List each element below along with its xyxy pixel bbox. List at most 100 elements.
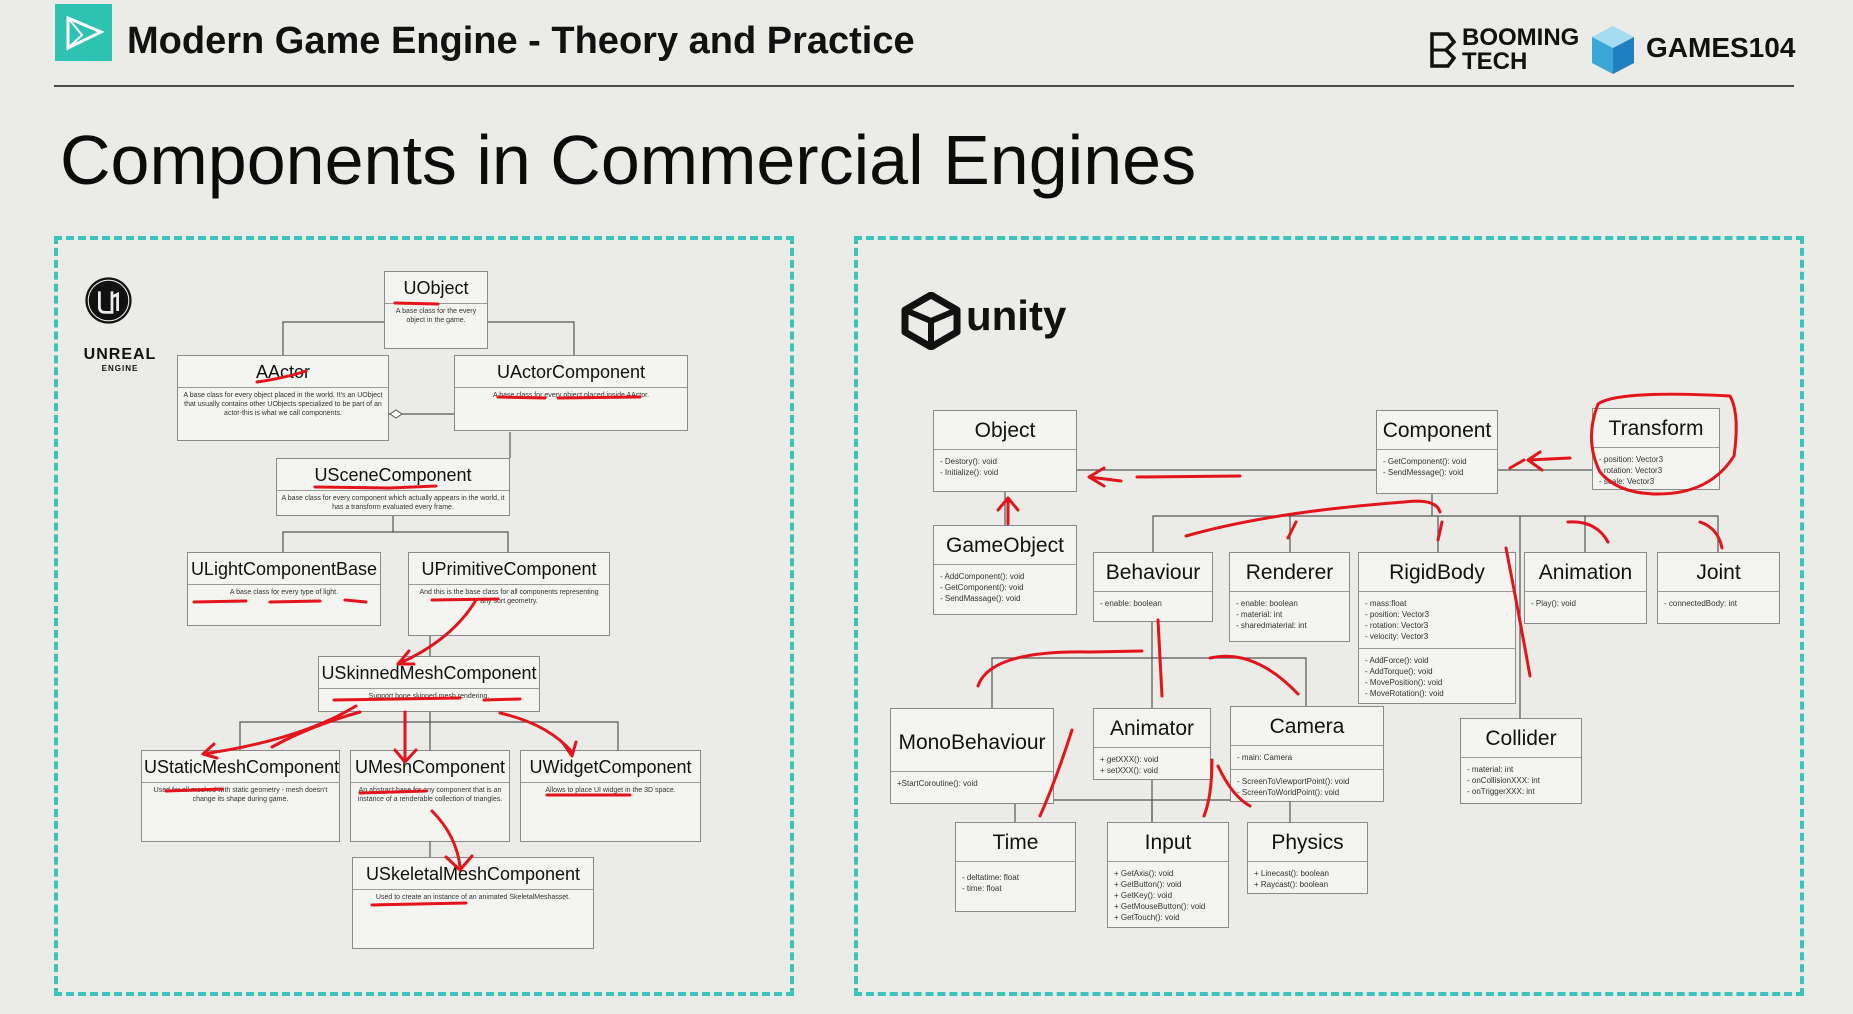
method: - MovePosition(): void xyxy=(1365,678,1443,687)
member: + GetKey(): void xyxy=(1114,891,1173,900)
class-name: MonoBehaviour xyxy=(891,709,1053,772)
class-box-uscenecomponent: USceneComponent A base class for every c… xyxy=(276,458,510,516)
class-box-uactorcomponent: UActorComponent A base class for every o… xyxy=(454,355,688,431)
unreal-engine-logo-icon xyxy=(85,277,132,324)
class-description: Used for all meshed with static geometry… xyxy=(153,787,328,803)
member: - Play(): void xyxy=(1531,599,1576,608)
class-box-ulightcomponentbase: ULightComponentBase A base class for eve… xyxy=(187,552,381,626)
unreal-panel xyxy=(54,236,794,996)
class-box-uskeletalmeshcomponent: USkeletalMeshComponent Used to create an… xyxy=(352,857,594,949)
class-name: Physics xyxy=(1248,823,1367,862)
slide-header: Modern Game Engine - Theory and Practice… xyxy=(0,0,1853,90)
class-members: + GetAxis(): void + GetButton(): void + … xyxy=(1108,862,1228,929)
class-members: - enable: boolean - material: int - shar… xyxy=(1230,592,1349,637)
method: - AddForce(): void xyxy=(1365,656,1429,665)
course-title: Modern Game Engine - Theory and Practice xyxy=(127,20,915,62)
class-members: - GetComponent(): void - SendMessage(): … xyxy=(1377,450,1497,484)
class-name: ULightComponentBase xyxy=(188,553,380,585)
unity-panel xyxy=(854,236,1804,996)
class-box-umeshcomponent: UMeshComponent An abstract base for any … xyxy=(350,750,510,842)
header-divider xyxy=(54,85,1794,87)
member: + Linecast(): boolean xyxy=(1254,869,1329,878)
class-description: Support bone skinned mesh rendering. xyxy=(368,693,490,700)
class-name: Renderer xyxy=(1230,553,1349,592)
class-box-behaviour: Behaviour - enable: boolean xyxy=(1093,552,1213,622)
member: - main: Camera xyxy=(1237,753,1293,762)
class-members: + getXXX(): void + setXXX(): void xyxy=(1094,748,1210,782)
member: + Raycast(): boolean xyxy=(1254,880,1329,889)
member: - velocity: Vector3 xyxy=(1365,632,1429,641)
member: - GetComponent(): void xyxy=(940,583,1024,592)
class-box-uwidgetcomponent: UWidgetComponent Allows to place UI widg… xyxy=(520,750,701,842)
class-members: - position: Vector3 - rotation: Vector3 … xyxy=(1593,448,1719,493)
member: - enable: boolean xyxy=(1100,599,1162,608)
class-name: Component xyxy=(1377,411,1497,450)
member: + GetAxis(): void xyxy=(1114,869,1174,878)
member: - position: Vector3 xyxy=(1599,455,1664,464)
method: - ScreenToWorldPoint(): void xyxy=(1237,788,1340,797)
class-name: RigidBody xyxy=(1359,553,1515,592)
class-box-physics: Physics + Linecast(): boolean + Raycast(… xyxy=(1247,822,1368,894)
member: - material: int xyxy=(1467,765,1514,774)
class-description: A base class for the every object in the… xyxy=(395,308,477,324)
class-name: Joint xyxy=(1658,553,1779,592)
games104-label: GAMES104 xyxy=(1646,32,1796,63)
unity-logo-word: unity xyxy=(966,292,1067,339)
member: + setXXX(): void xyxy=(1100,766,1159,775)
class-members: - enable: boolean xyxy=(1094,592,1212,615)
class-box-camera: Camera - main: Camera - ScreenToViewport… xyxy=(1230,706,1384,802)
class-box-monobehaviour: MonoBehaviour +StartCoroutine(): void xyxy=(890,708,1054,804)
member: - onTriggerXXX: int xyxy=(1467,787,1535,796)
class-methods: - AddForce(): void - AddTorque(): void -… xyxy=(1359,648,1515,705)
class-name: Animation xyxy=(1525,553,1646,592)
class-name: UWidgetComponent xyxy=(521,751,700,783)
class-name: GameObject xyxy=(934,526,1076,565)
slide-title: Components in Commercial Engines xyxy=(60,121,1197,199)
class-description: A base class for every type of light. xyxy=(229,589,339,596)
class-members: - Play(): void xyxy=(1525,592,1646,615)
class-name: Input xyxy=(1108,823,1228,862)
member: - scale: Vector3 xyxy=(1599,477,1655,486)
member: - Initialize(): void xyxy=(940,468,999,477)
class-members: - Destory(): void - Initialize(): void xyxy=(934,450,1076,484)
class-description: A base class for every component which a… xyxy=(281,495,505,511)
class-members: - material: int - onCollisionXXX: int - … xyxy=(1461,758,1581,803)
member: - SendMessage(): void xyxy=(1383,468,1464,477)
member: - mass:float xyxy=(1365,599,1407,608)
member: - connectedBody: int xyxy=(1664,599,1737,608)
class-description: Allows to place UI widget in the 3D spac… xyxy=(545,787,676,794)
class-name: Object xyxy=(934,411,1076,450)
member: + GetButton(): void xyxy=(1114,880,1182,889)
class-box-collider: Collider - material: int - onCollisionXX… xyxy=(1460,718,1582,804)
class-members: + Linecast(): boolean + Raycast(): boole… xyxy=(1248,862,1367,896)
class-box-joint: Joint - connectedBody: int xyxy=(1657,552,1780,624)
class-name: Camera xyxy=(1231,707,1383,746)
member: - position: Vector3 xyxy=(1365,610,1430,619)
class-box-uobject: UObject A base class for the every objec… xyxy=(384,271,488,349)
class-name: USkinnedMeshComponent xyxy=(319,657,539,689)
member: - SendMassage(): void xyxy=(940,594,1021,603)
class-box-input: Input + GetAxis(): void + GetButton(): v… xyxy=(1107,822,1229,928)
method: - AddTorque(): void xyxy=(1365,667,1433,676)
method: - ScreenToViewportPoint(): void xyxy=(1237,777,1350,786)
member: - material: int xyxy=(1236,610,1283,619)
booming-word: BOOMING xyxy=(1462,24,1580,51)
class-box-uprimitivecomponent: UPrimitiveComponent And this is the base… xyxy=(408,552,610,636)
member: + GetTouch(): void xyxy=(1114,913,1180,922)
class-members: - deltatime: float - time: float xyxy=(956,862,1075,900)
member: - sharedmaterial: int xyxy=(1236,621,1307,630)
class-members: - mass:float - position: Vector3 - rotat… xyxy=(1359,592,1515,648)
class-box-transform: Transform - position: Vector3 - rotation… xyxy=(1592,408,1720,490)
class-methods: - ScreenToViewportPoint(): void - Screen… xyxy=(1231,769,1383,804)
class-name: AActor xyxy=(178,356,388,388)
booming-tech-logo: BOOMING TECH xyxy=(1428,24,1580,76)
class-box-aactor: AActor A base class for every object pla… xyxy=(177,355,389,441)
class-description: And this is the base class for all compo… xyxy=(419,589,599,605)
class-box-ustaticmeshcomponent: UStaticMeshComponent Used for all meshed… xyxy=(141,750,340,842)
class-members: +StartCoroutine(): void xyxy=(891,772,1053,795)
member: - enable: boolean xyxy=(1236,599,1298,608)
class-box-component: Component - GetComponent(): void - SendM… xyxy=(1376,410,1498,494)
unreal-logo-word: UNREAL xyxy=(83,346,157,363)
unity-logo-icon xyxy=(901,292,961,350)
class-name: UObject xyxy=(385,272,487,304)
